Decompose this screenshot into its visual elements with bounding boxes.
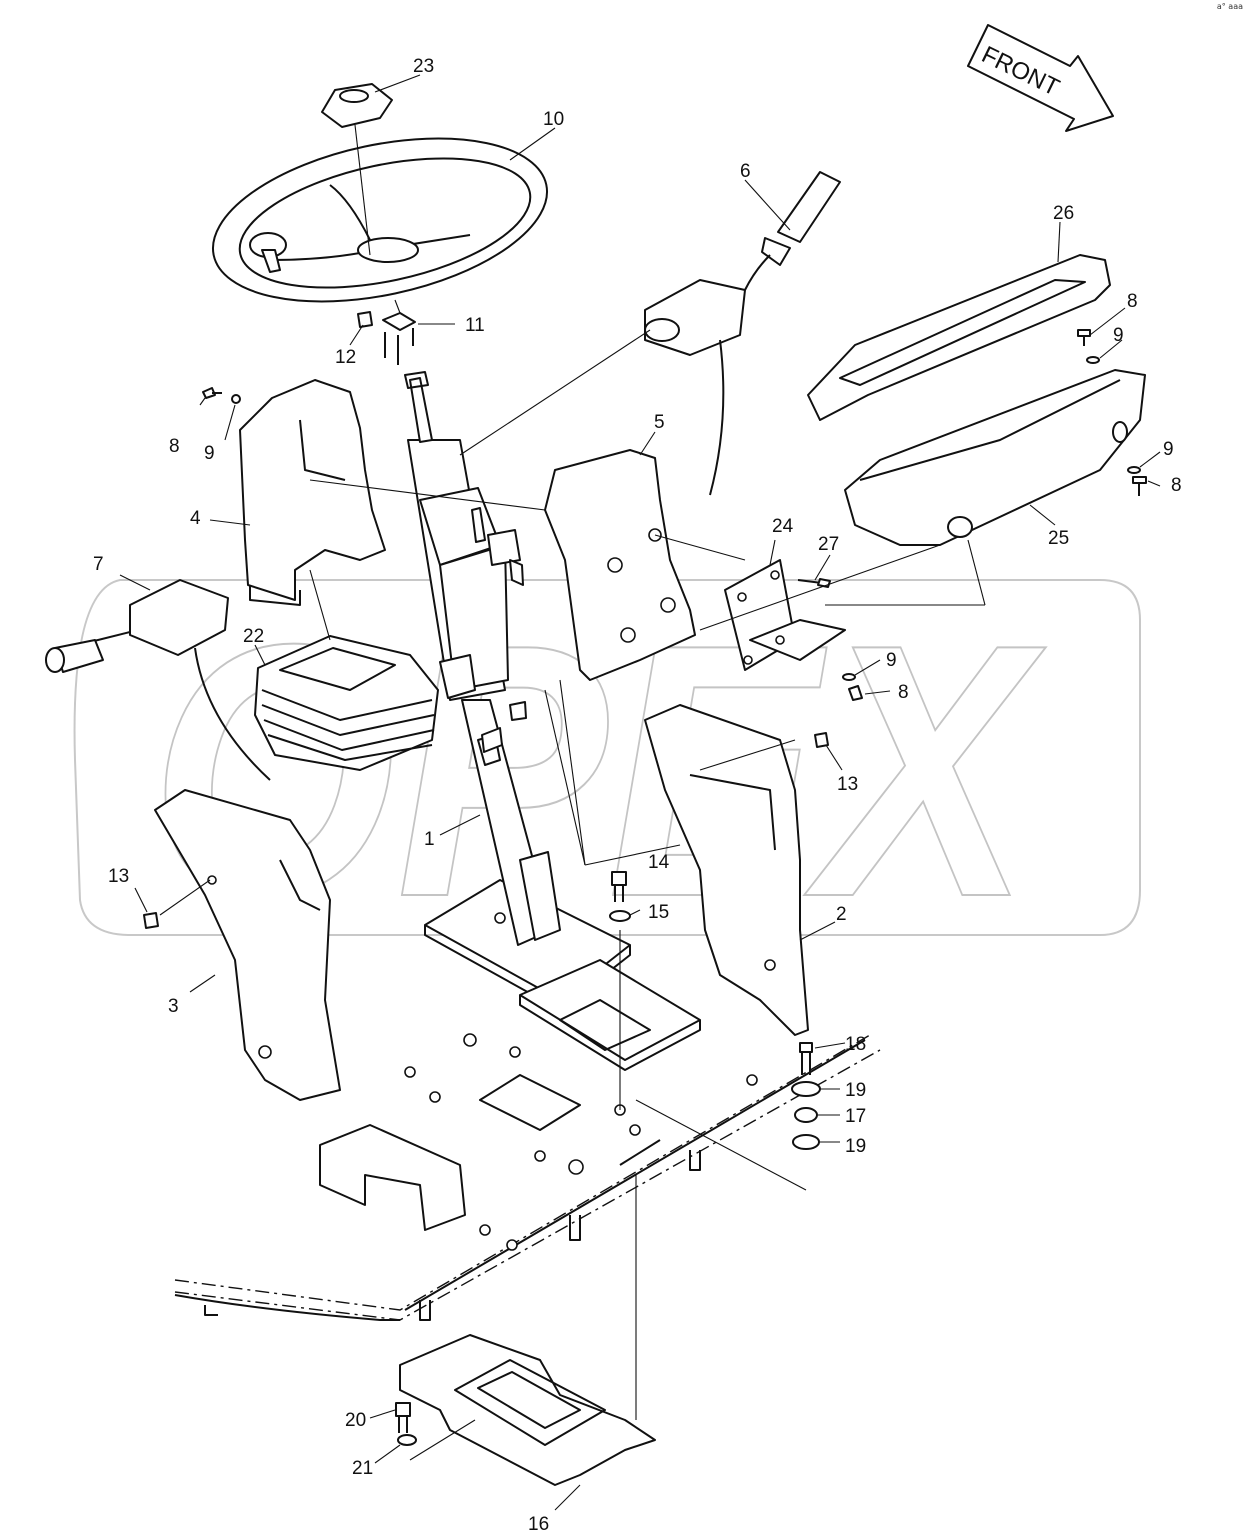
lower-left-cover	[154, 789, 341, 1101]
callout-25: 25	[1048, 528, 1069, 549]
leader-lines	[159, 124, 986, 1461]
callout-8-top-right: 8	[1127, 291, 1138, 312]
callout-19-upper: 19	[845, 1080, 866, 1101]
callout-22: 22	[243, 626, 264, 647]
callout-18: 18	[845, 1034, 866, 1055]
callout-26: 26	[1053, 203, 1074, 224]
mounting-bracket	[724, 559, 846, 671]
steering-column	[404, 371, 561, 946]
dash-bezel	[807, 254, 1111, 421]
right-dash-panel	[544, 449, 696, 681]
upper-left-cover	[239, 379, 386, 606]
callout-8-mid-right: 8	[1171, 475, 1182, 496]
callout-7: 7	[93, 554, 104, 575]
callout-8-left: 8	[169, 436, 180, 457]
callout-5: 5	[654, 412, 665, 433]
callout-2: 2	[836, 904, 847, 925]
callout-24: 24	[772, 516, 794, 537]
horn-cap	[321, 83, 393, 128]
callout-17: 17	[845, 1106, 866, 1127]
callout-11: 11	[465, 315, 485, 336]
bellows-boot	[254, 635, 439, 771]
callout-leaders	[119, 74, 1161, 1511]
column-clamp	[357, 311, 416, 365]
callout-16: 16	[528, 1514, 549, 1535]
front-arrow: FRONT	[967, 24, 1114, 132]
fasteners	[143, 329, 1147, 1446]
callout-6: 6	[740, 161, 751, 182]
callout-21: 21	[352, 1458, 373, 1479]
corner-mark: a° aaa	[1216, 2, 1243, 11]
left-control-lever	[45, 579, 271, 781]
lower-plate	[399, 1334, 656, 1486]
floor-plate	[174, 1033, 881, 1321]
callout-13-left: 13	[108, 866, 129, 887]
callout-10: 10	[543, 109, 564, 130]
lower-right-cover	[644, 704, 809, 1036]
callout-labels: 1 2 3 4 5 6 7 8 8 8 8 9 9 9 9 10 11 12 1…	[93, 56, 1182, 1535]
callout-3: 3	[168, 996, 179, 1017]
callout-9-left: 9	[204, 443, 215, 464]
callout-4: 4	[190, 508, 201, 529]
callout-1: 1	[424, 829, 435, 850]
callout-9-bracket: 9	[886, 650, 897, 671]
right-control-lever	[644, 171, 841, 496]
dash-housing	[844, 369, 1146, 546]
callout-9-top-right: 9	[1113, 325, 1124, 346]
callout-20: 20	[345, 1410, 366, 1431]
callout-19-lower: 19	[845, 1136, 866, 1157]
callout-14: 14	[648, 852, 670, 873]
callout-13-right: 13	[837, 774, 858, 795]
callout-8-bracket: 8	[898, 682, 909, 703]
steering-wheel	[211, 137, 549, 303]
callout-27: 27	[818, 534, 839, 555]
callout-12: 12	[335, 347, 356, 368]
callout-23: 23	[413, 56, 434, 77]
callout-9-mid-right: 9	[1163, 439, 1174, 460]
callout-15: 15	[648, 902, 669, 923]
